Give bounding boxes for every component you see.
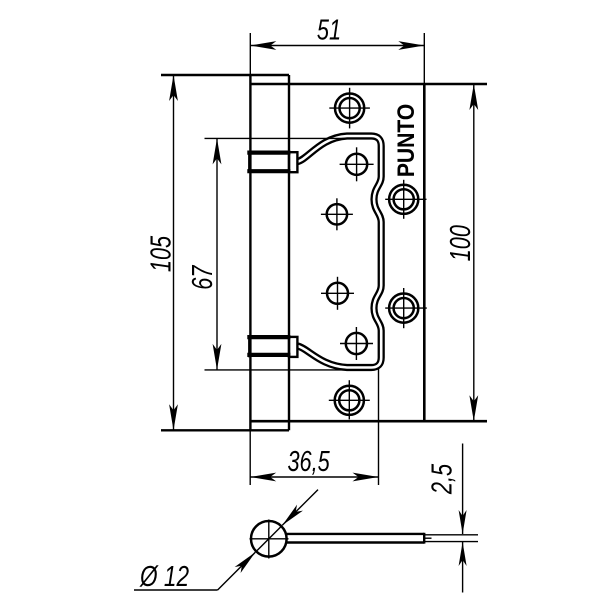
dim-label-plate-height: 100 [445,224,477,261]
knuckle-segment-bottom [247,335,299,359]
arrow-diameter-lower [234,552,256,573]
dimension-2-5: 2,5 [427,443,467,593]
arrow-100-top [469,84,479,110]
screw-hole-mid-left-upper [320,198,353,231]
arrow-36-5-left [250,472,277,482]
dim-label-barrel-diameter: Ø 12 [139,559,189,592]
arrow-51-left [250,41,277,50]
screw-hole-upper-middle [339,147,374,182]
screw-hole-lower-middle [340,327,373,360]
arrow-67-bottom [212,343,222,370]
dim-label-overall-height: 105 [146,235,178,272]
dim-label-cutout-height: 67 [187,264,219,290]
arrow-2-5-bottom [458,542,467,566]
dimension-100: 100 [445,84,479,422]
dimension-67: 67 [187,137,350,371]
barrel-circle [249,519,289,559]
screw-hole-right-upper [385,179,427,219]
arrow-diameter-upper [282,504,303,526]
dimension-105: 105 [146,75,178,431]
dim-label-overall-width: 51 [317,14,341,46]
screw-hole-right-lower [385,288,427,329]
arrow-105-bottom [169,404,178,431]
arrow-100-bottom [469,395,479,422]
diameter-leader: Ø 12 [134,489,319,593]
dimension-51: 51 [249,14,425,84]
side-view: Ø 12 2,5 [134,443,478,593]
dimension-36-5: 36,5 [249,369,380,485]
knuckle-segment-top [247,150,299,174]
arrow-2-5-top [458,510,467,534]
screw-hole-bottom [328,380,370,420]
brand-label: PUNTO [393,104,420,178]
screw-hole-top [329,87,370,129]
arrow-105-top [169,75,178,101]
flap-contour [295,132,385,372]
leaf-side-profile [286,532,478,544]
front-view: PUNTO [161,73,487,432]
screw-hole-mid-left-lower [321,276,354,310]
knuckle-column [161,73,291,432]
dim-label-flap-width: 36,5 [287,446,330,478]
arrow-36-5-right [352,472,379,482]
dim-label-leaf-thickness: 2,5 [427,463,459,495]
arrow-51-right [398,41,425,50]
arrow-67-top [212,138,222,165]
